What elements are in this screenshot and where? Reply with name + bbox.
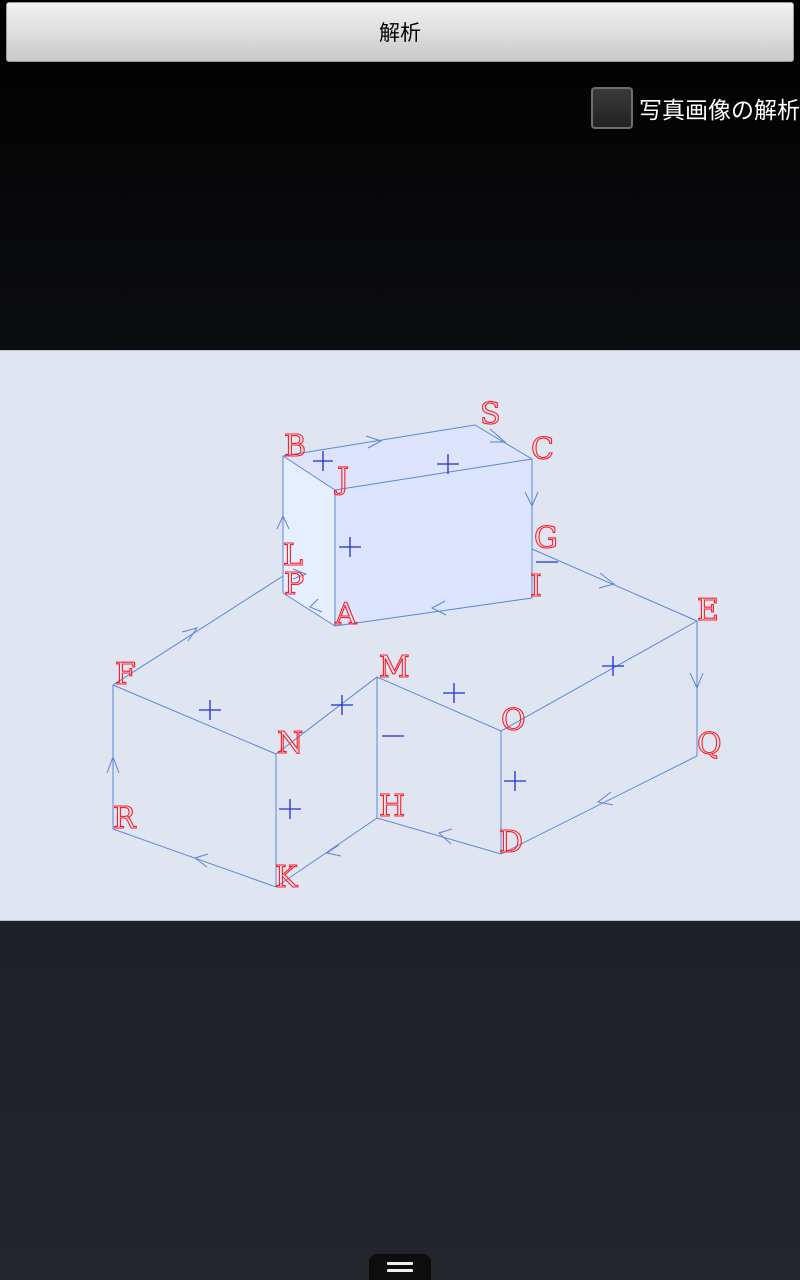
vertex-label-g: G — [534, 521, 558, 556]
photo-analysis-checkbox[interactable] — [591, 87, 633, 129]
vertex-label-q: Q — [697, 727, 722, 762]
vertex-label-k: K — [275, 860, 298, 895]
analyze-button-label: 解析 — [379, 21, 421, 45]
vertex-label-a: A — [334, 597, 357, 632]
diagram-canvas[interactable]: B S C J G L P I A E F M O N Q H R D K — [0, 350, 800, 921]
direction-arrows — [106, 428, 704, 868]
vertex-label-r: R — [113, 801, 137, 836]
vertex-label-f: F — [115, 657, 136, 692]
vertex-labels: B S C J G L P I A E F M O N Q H R D K — [112, 396, 722, 895]
vertex-label-s: S — [480, 397, 501, 432]
photo-analysis-label: 写真画像の解析 — [639, 98, 800, 124]
menu-icon — [387, 1262, 413, 1265]
photo-analysis-option[interactable]: 写真画像の解析 — [591, 85, 800, 131]
vertex-label-b: B — [284, 429, 306, 464]
menu-icon-line — [387, 1269, 413, 1272]
vertex-label-p: P — [284, 567, 304, 602]
menu-button[interactable] — [369, 1254, 431, 1280]
vertex-label-n: N — [277, 726, 303, 761]
vertex-label-c: C — [531, 432, 554, 467]
vertex-label-o: O — [501, 703, 526, 738]
analyze-button[interactable]: 解析 — [6, 2, 794, 62]
vertex-label-i: I — [530, 569, 542, 604]
vertex-label-h: H — [379, 789, 405, 824]
vertex-label-m: M — [379, 650, 410, 685]
upper-box-top-face — [283, 425, 532, 490]
orientation-diagram: B S C J G L P I A E F M O N Q H R D K — [106, 396, 722, 896]
vertex-label-l: L — [283, 538, 303, 573]
vertex-label-j: J — [334, 462, 349, 497]
upper-box-front-face — [335, 459, 532, 626]
vertex-label-e: E — [697, 593, 719, 628]
upper-box-side-face — [283, 456, 335, 626]
vertex-label-d: D — [499, 825, 523, 860]
face-signs — [199, 451, 624, 819]
